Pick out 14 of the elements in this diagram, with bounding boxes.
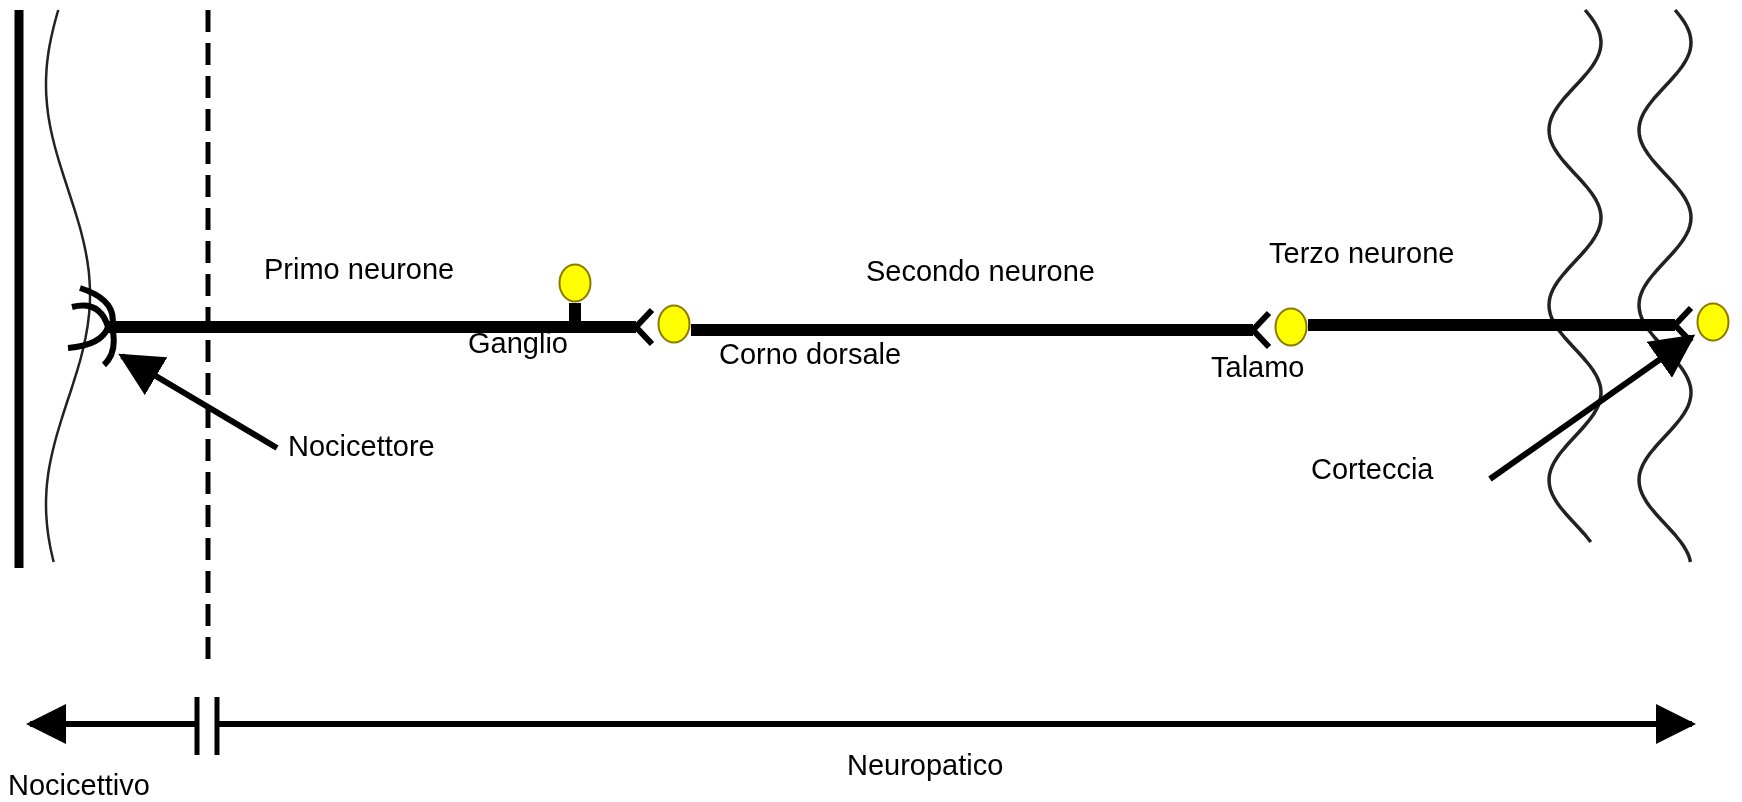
range-label: Nocicettivo [8,770,150,802]
structure-label: Talamo [1211,352,1305,384]
cell-body-circle [1274,307,1308,347]
range-label: Neuropatico [847,750,1004,782]
cell-body-circle [1696,302,1730,342]
structure-label: Corno dorsale [719,339,902,371]
cell-body-circle [558,263,592,303]
axon-line [1308,305,1694,345]
structure-label: Ganglio [468,328,568,360]
cell-body-circle [657,304,691,344]
leader-arrow [118,353,279,451]
leader-arrow [1488,334,1696,482]
callout-label: Nocicettore [288,430,435,463]
callout-label: Corteccia [1311,453,1434,486]
